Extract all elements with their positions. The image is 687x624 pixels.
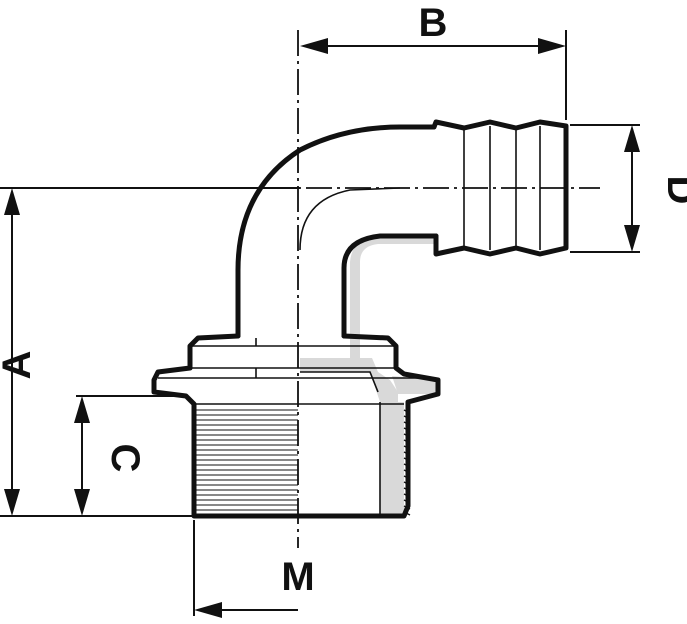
thread-tooth — [403, 463, 411, 468]
thread-tooth — [403, 451, 411, 456]
thread-tooth — [403, 415, 411, 420]
thread-tooth — [403, 433, 411, 438]
thread-tooth — [403, 457, 411, 462]
thread-hatching — [196, 409, 411, 516]
dimension-label-c: C — [103, 444, 147, 473]
dimension-b: B — [300, 1, 567, 120]
dimension-a: A — [0, 187, 300, 517]
thread-tooth — [403, 445, 411, 450]
dimension-label-d: D — [659, 176, 687, 205]
thread-tooth — [403, 475, 411, 480]
dimension-label-m: M — [281, 555, 314, 599]
thread-tooth — [403, 421, 411, 426]
thread-tooth — [403, 499, 411, 504]
thread-tooth — [403, 511, 411, 516]
thread-tooth — [403, 469, 411, 474]
thread-tooth — [403, 439, 411, 444]
thread-tooth — [403, 427, 411, 432]
dimension-m: M — [193, 520, 315, 618]
dimension-label-b: B — [419, 1, 448, 45]
dimension-c: C — [74, 395, 180, 516]
thread-tooth — [403, 409, 411, 414]
thread-tooth — [403, 487, 411, 492]
thread-tooth — [403, 493, 411, 498]
thread-tooth — [403, 481, 411, 486]
thread-tooth — [403, 505, 411, 510]
dimension-label-a: A — [0, 351, 39, 380]
dimension-d: D — [570, 124, 687, 253]
